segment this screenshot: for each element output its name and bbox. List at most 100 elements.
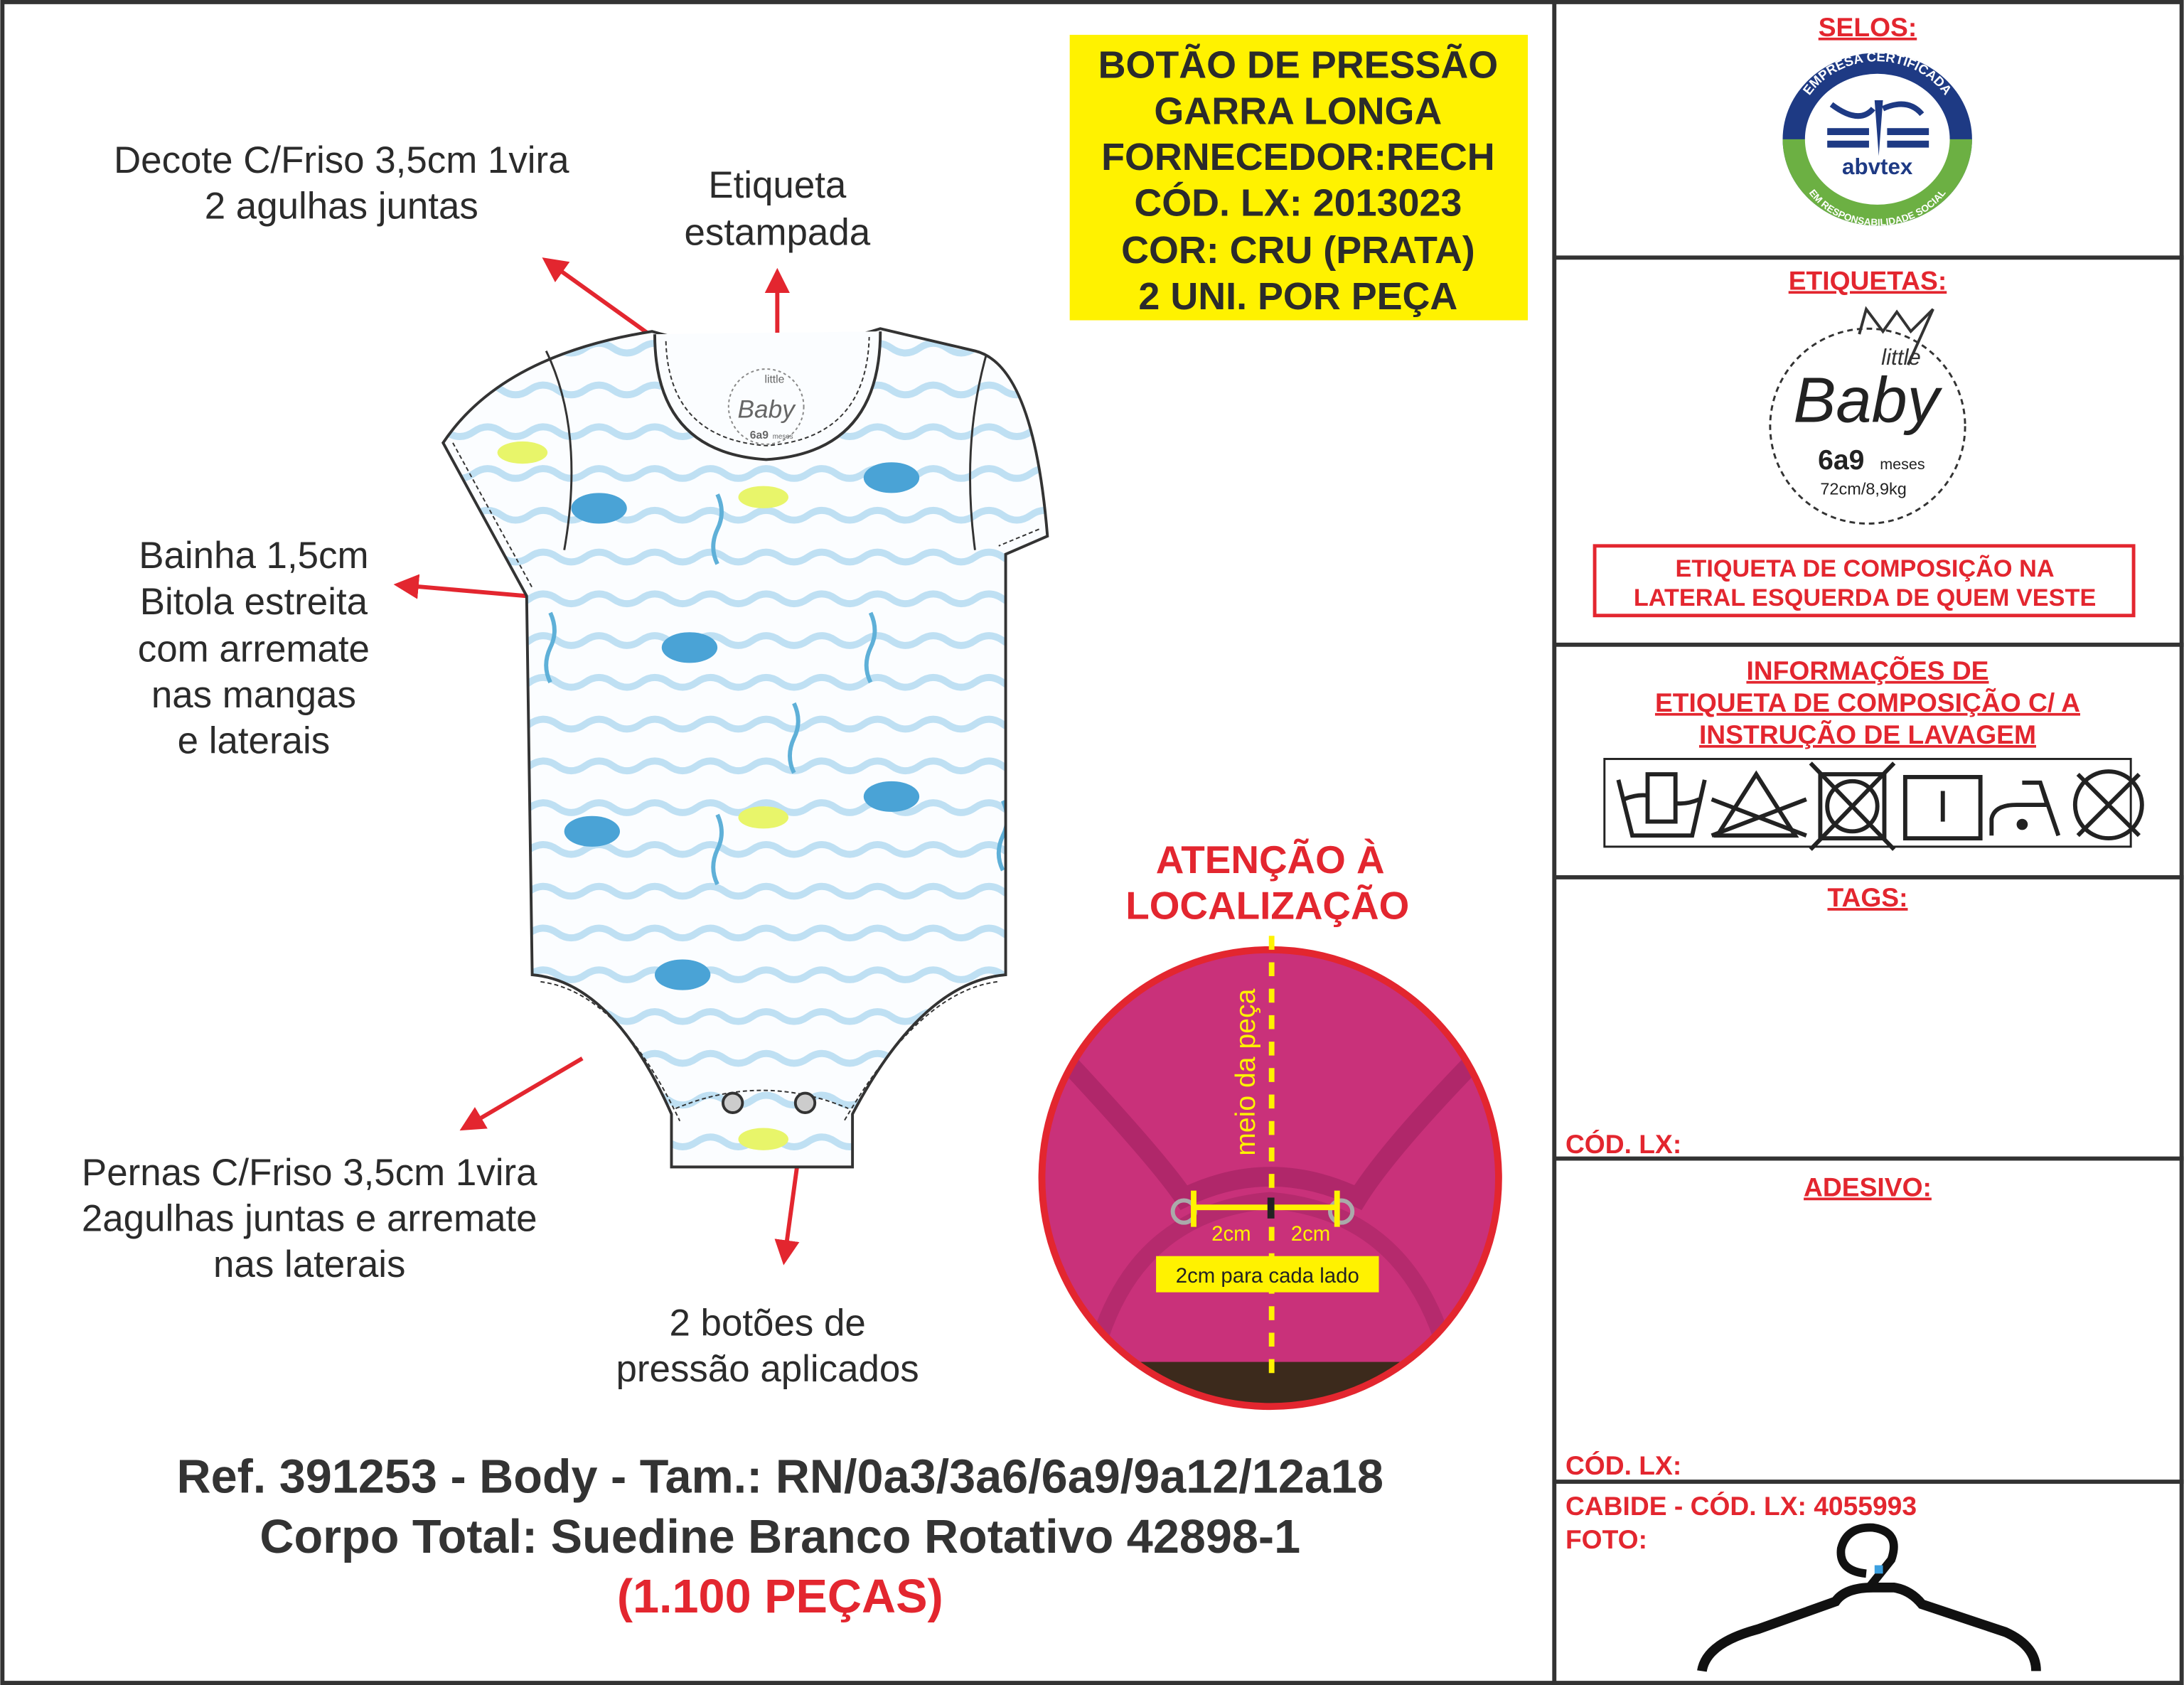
tags-title: TAGS: xyxy=(1827,882,1907,912)
label-brand-top: little xyxy=(764,374,784,386)
annotation-text: nas mangas xyxy=(151,674,356,716)
tags-code-label: CÓD. LX: xyxy=(1565,1129,1681,1159)
reference-line: Ref. 391253 - Body - Tam.: RN/0a3/3a6/6a… xyxy=(177,1451,1383,1504)
notice-line: ETIQUETA DE COMPOSIÇÃO NA xyxy=(1676,555,2055,582)
annotation-pernas: Pernas C/Friso 3,5cm 1vira 2agulhas junt… xyxy=(82,1152,537,1285)
annotation-text: 2 agulhas juntas xyxy=(205,186,478,228)
spec-line: 2 UNI. POR PEÇA xyxy=(1138,275,1457,318)
label-size: 6a9 xyxy=(750,429,769,442)
spec-line: BOTÃO DE PRESSÃO xyxy=(1098,44,1499,87)
whale-icon xyxy=(571,493,627,524)
whale-icon xyxy=(564,815,621,847)
label-unit: meses xyxy=(773,433,793,441)
neckline xyxy=(653,331,882,461)
composition-notice-box: ETIQUETA DE COMPOSIÇÃO NA LATERAL ESQUER… xyxy=(1592,544,2136,618)
bodysuit-illustration: Baby little 6a9 meses xyxy=(441,327,1049,1169)
submarine-icon xyxy=(738,806,789,829)
label-brand-top: little xyxy=(1881,345,1921,370)
wave-stripe xyxy=(443,632,1048,649)
wave-stripe xyxy=(443,1049,1048,1067)
spec-line: CÓD. LX: 2013023 xyxy=(1134,182,1462,225)
center-label: meio da peça xyxy=(1231,988,1261,1155)
seaweed-icon xyxy=(864,611,877,684)
do-not-tumble-dry-icon xyxy=(1809,761,1896,851)
hand-wash-icon xyxy=(1616,772,1707,838)
sidebar-row-dividers xyxy=(1554,255,2184,1484)
wave-stripe xyxy=(443,506,1048,524)
spec-line: FORNECEDOR:RECH xyxy=(1101,136,1495,178)
attention-title: LOCALIZAÇÃO xyxy=(1125,884,1409,928)
seaweed-icon xyxy=(711,493,724,565)
care-symbols xyxy=(1603,758,2144,851)
annotation-text: 2 botões de xyxy=(669,1302,865,1344)
measure-line xyxy=(1191,1190,1340,1227)
wave-stripe xyxy=(443,590,1048,607)
snap-right-icon xyxy=(1327,1198,1355,1225)
annotation-botoes: 2 botões de pressão aplicados xyxy=(616,1302,919,1390)
annotation-text: Pernas C/Friso 3,5cm 1vira xyxy=(82,1152,537,1194)
annotation-text: com arremate xyxy=(138,628,370,670)
wave-stripe xyxy=(443,674,1048,691)
adesivo-code-label: CÓD. LX: xyxy=(1565,1450,1681,1480)
informacoes-title: INFORMAÇÕES DE xyxy=(1746,656,1988,685)
annotation-text: estampada xyxy=(685,212,871,254)
line-dry-icon xyxy=(1902,775,1983,841)
spec-line: COR: CRU (PRATA) xyxy=(1121,229,1475,272)
annotation-text: 2agulhas juntas e arremate xyxy=(82,1197,537,1239)
wave-stripe xyxy=(443,465,1048,482)
printed-label: Baby little 6a9 meses xyxy=(727,368,805,445)
informacoes-title: INSTRUÇÃO DE LAVAGEM xyxy=(1699,720,2036,749)
little-baby-label: little Baby 6a9 meses 72cm/8,9kg xyxy=(1769,306,1966,525)
label-unit: meses xyxy=(1880,456,1925,473)
label-size: 6a9 xyxy=(1818,445,1864,476)
left-measure: 2cm xyxy=(1211,1222,1251,1246)
spec-line: GARRA LONGA xyxy=(1154,90,1442,132)
whale-icon xyxy=(863,781,920,812)
adesivo-title: ADESIVO: xyxy=(1804,1172,1932,1202)
label-brand: Baby xyxy=(737,396,796,424)
annotation-text: nas laterais xyxy=(213,1243,405,1285)
snap-location-photo: meio da peça 2cm 2cm 2cm para cada lado xyxy=(1038,936,1502,1411)
abvtex-seal-logo: abvtex EMPRESA CERTIFICADA EM RESPONSABI… xyxy=(1782,49,1972,228)
arrow-decote xyxy=(542,257,651,336)
whale-icon xyxy=(654,959,711,990)
arrow-pernas xyxy=(459,1057,584,1131)
submarine-icon xyxy=(738,1128,789,1150)
seaweed-icon xyxy=(788,702,801,774)
seal-brand: abvtex xyxy=(1842,154,1913,179)
annotation-etiqueta: Etiqueta estampada xyxy=(685,164,871,254)
seaweed-icon xyxy=(544,611,557,684)
fabric-line: Corpo Total: Suedine Branco Rotativo 428… xyxy=(259,1511,1300,1563)
cabide-title: CABIDE - CÓD. LX: 4055993 xyxy=(1565,1491,1917,1521)
annotation-text: pressão aplicados xyxy=(616,1348,919,1390)
whale-icon xyxy=(661,632,718,663)
snap-button-icon xyxy=(793,1091,817,1114)
annotation-text: Decote C/Friso 3,5cm 1vira xyxy=(114,139,569,181)
right-measure: 2cm xyxy=(1291,1222,1331,1246)
do-not-dry-clean-icon xyxy=(2072,769,2144,841)
wave-stripe xyxy=(443,548,1048,566)
label-measure: 72cm/8,9kg xyxy=(1820,479,1906,498)
etiquetas-title: ETIQUETAS: xyxy=(1789,265,1947,295)
iron-low-icon xyxy=(1989,780,2061,837)
cabide-photo-label: FOTO: xyxy=(1565,1524,1647,1554)
selos-title: SELOS: xyxy=(1819,12,1917,42)
annotation-text: Etiqueta xyxy=(708,164,847,206)
arrow-bainha xyxy=(393,574,528,599)
seaweed-icon xyxy=(711,813,724,886)
annotation-text: e laterais xyxy=(178,720,331,762)
snap-button-icon xyxy=(721,1091,744,1114)
label-brand: Baby xyxy=(1793,364,1942,436)
measure-note: 2cm para cada lado xyxy=(1176,1264,1359,1288)
annotation-text: Bitola estreita xyxy=(140,581,368,623)
button-spec-box: BOTÃO DE PRESSÃO GARRA LONGA FORNECEDOR:… xyxy=(1069,34,1529,321)
informacoes-title: ETIQUETA DE COMPOSIÇÃO C/ A xyxy=(1655,688,2080,717)
do-not-bleach-icon xyxy=(1711,770,1807,838)
submarine-icon xyxy=(738,486,789,508)
whale-icon xyxy=(863,462,920,493)
annotation-decote: Decote C/Friso 3,5cm 1vira 2 agulhas jun… xyxy=(114,139,569,228)
quantity-line: (1.100 PEÇAS) xyxy=(617,1571,943,1623)
submarine-icon xyxy=(497,441,548,464)
